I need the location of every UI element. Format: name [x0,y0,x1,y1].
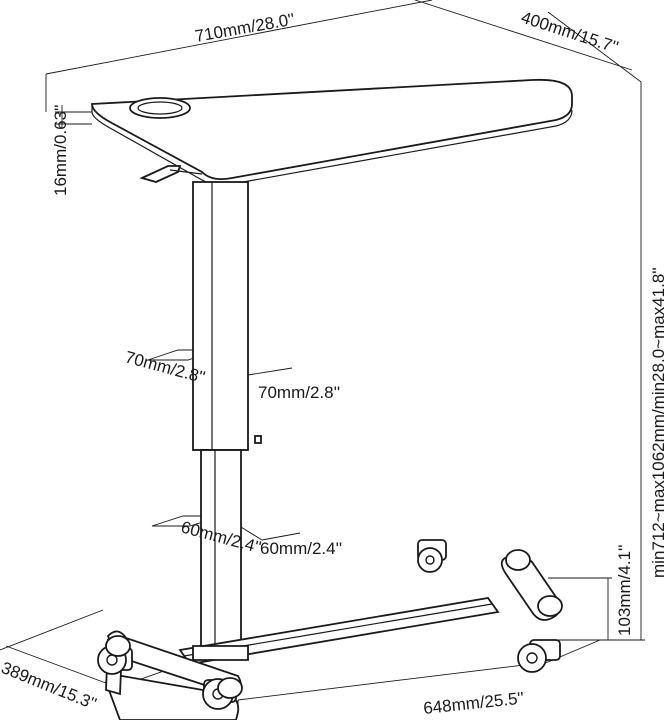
label-lower-column-b: 60mm/2.4'' [260,539,342,558]
desk-top [91,78,573,186]
label-base-height: 103mm/4.1'' [615,544,634,636]
label-top-width: 710mm/28.0'' [193,10,296,46]
base-end-caps [105,549,563,699]
cup-holder [129,97,191,119]
label-height-range: min712~max1062mm/min28.0~max41.8'' [649,267,664,578]
caster-back-right [517,639,561,673]
height-lever [139,165,203,183]
label-upper-column-b: 70mm/2.8'' [258,383,340,402]
label-top-thickness: 16mm/0.63'' [51,104,70,196]
label-base-depth: 389mm/15.3'' [0,658,99,713]
label-base-width: 648mm/25.5'' [422,689,524,718]
upper-column [192,181,262,451]
caster-back-left [417,539,447,573]
